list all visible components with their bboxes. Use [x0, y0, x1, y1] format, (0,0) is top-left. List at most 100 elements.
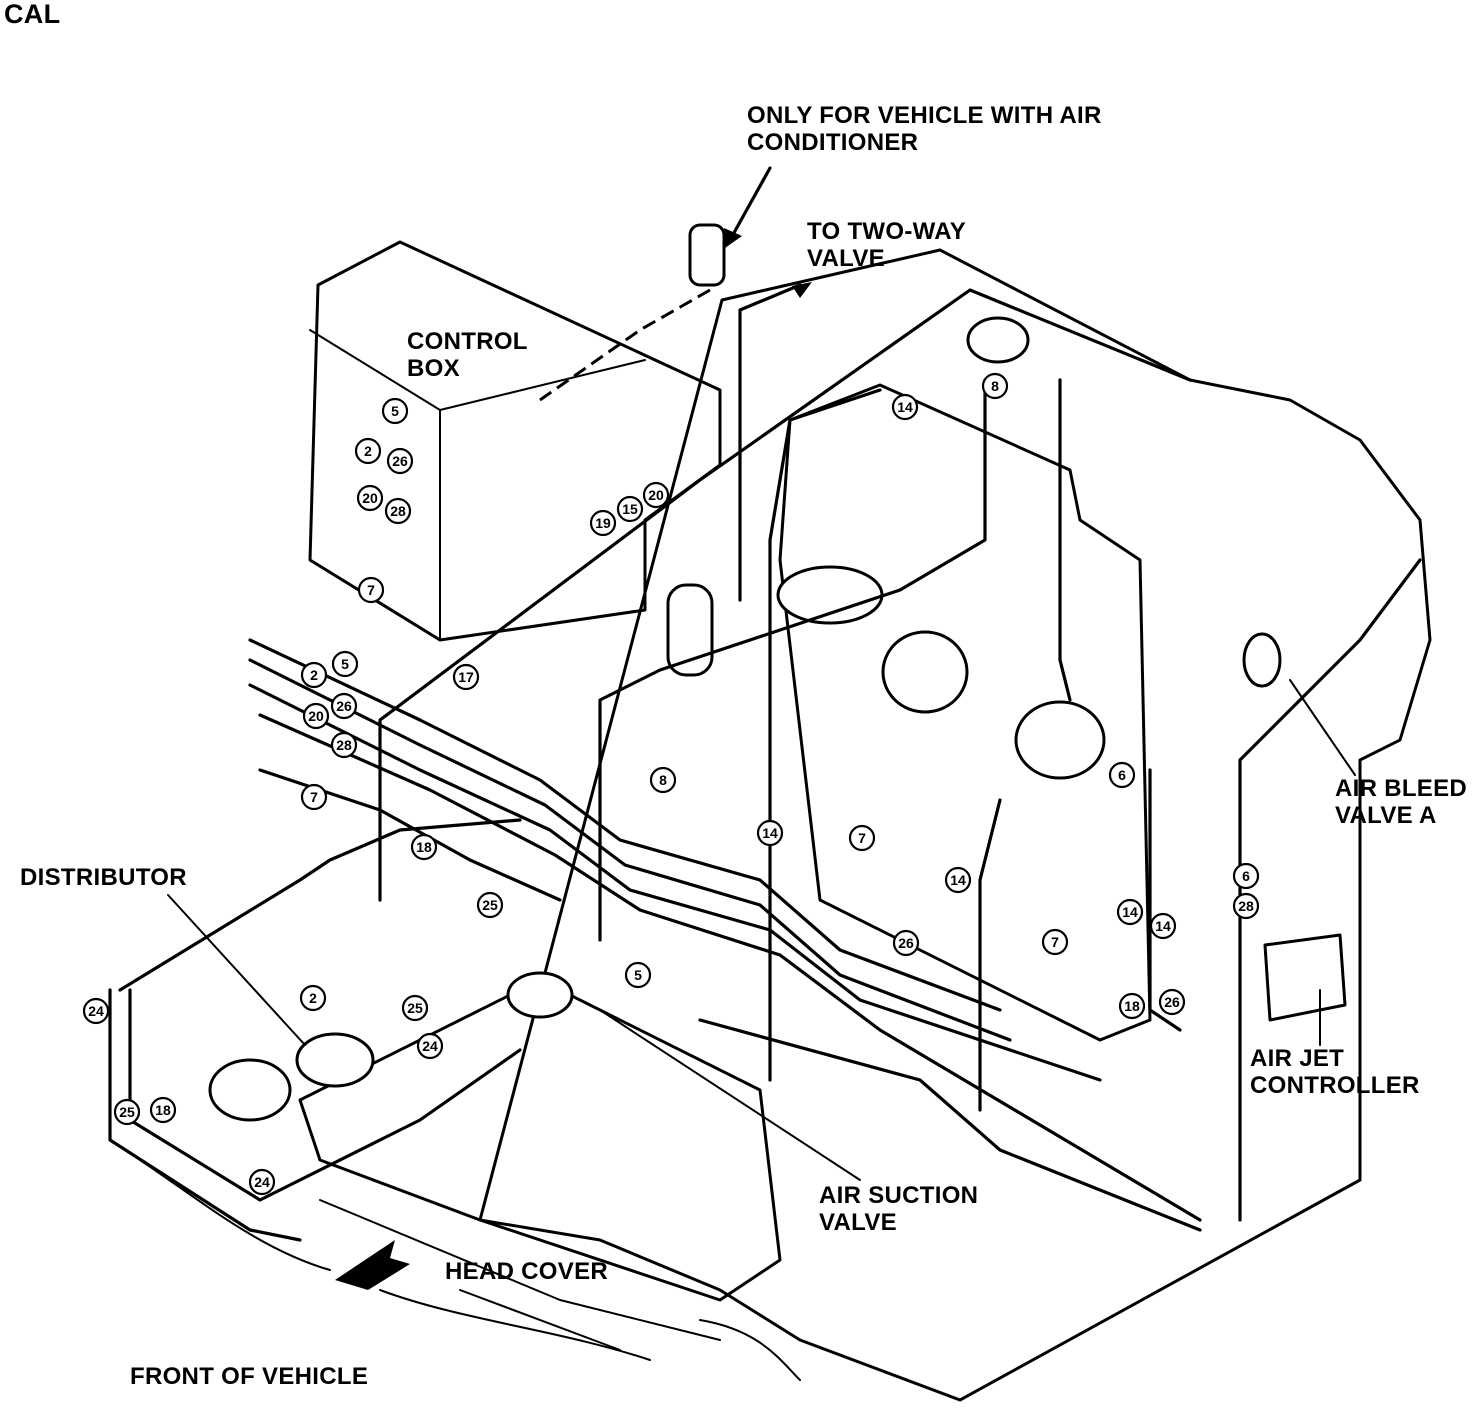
hose-number-text: 26: [1164, 994, 1180, 1010]
hose-number-circle: [384, 497, 412, 525]
hose-number-text: 6: [1242, 868, 1250, 884]
hose-number-circle: [386, 447, 414, 475]
air-bleed-leader: [1289, 679, 1356, 776]
hose-number-text: 14: [1122, 904, 1138, 920]
hose-number-circle: [1232, 892, 1260, 920]
control-box-front-edge: [309, 329, 646, 641]
two-way-arrowhead: [792, 282, 812, 298]
hose-number-circle: [149, 1096, 177, 1124]
hose-number-circle: [330, 731, 358, 759]
hose-number-text: 26: [336, 698, 352, 714]
hose-to-two-way: [738, 283, 802, 602]
hose-number-text: 25: [482, 897, 498, 913]
hose-bundle-d: [258, 713, 1202, 1222]
hose-number-marker: 2: [299, 984, 327, 1012]
hose-number-text: 7: [858, 830, 866, 846]
hose-number-marker: 18: [1118, 992, 1146, 1020]
hose-17: [378, 288, 1192, 902]
hose-number-marker: 7: [300, 783, 328, 811]
hose-number-text: 25: [119, 1104, 135, 1120]
hose-number-marker: 14: [1116, 898, 1144, 926]
hose-number-circle: [357, 576, 385, 604]
hose-number-text: 14: [950, 872, 966, 888]
hose-number-marker: 24: [82, 997, 110, 1025]
hose-number-circle: [624, 961, 652, 989]
hose-number-marker: 5: [624, 961, 652, 989]
hose-number-marker: 28: [384, 497, 412, 525]
hose-number-text: 28: [390, 503, 406, 519]
hose-number-circle: [331, 650, 359, 678]
distributor-leader: [167, 894, 306, 1046]
hose-number-circle: [401, 994, 429, 1022]
hose-number-circle: [476, 891, 504, 919]
hose-number-text: 26: [392, 453, 408, 469]
hose-number-marker: 20: [302, 702, 330, 730]
hose-number-circle: [330, 692, 358, 720]
hose-number-marker: 18: [410, 833, 438, 861]
hose-number-text: 5: [391, 403, 399, 419]
ac-leader-arrow: [728, 166, 772, 242]
hose-number-text: 7: [310, 789, 318, 805]
ac-dashed-hose: [539, 288, 711, 402]
hose-egr-run: [978, 798, 1002, 1112]
hose-number-text: 6: [1118, 767, 1126, 783]
hose-number-text: 14: [1155, 918, 1171, 934]
hose-number-marker: 2: [354, 437, 382, 465]
hose-number-circle: [589, 509, 617, 537]
hose-number-marker: 24: [248, 1168, 276, 1196]
hose-number-marker: 14: [756, 819, 784, 847]
two-way-valve-label: TO TWO-WAY VALVE: [807, 218, 966, 272]
diagram-title: CAL: [4, 0, 61, 29]
hose-number-marker: 25: [401, 994, 429, 1022]
hose-number-circle: [452, 663, 480, 691]
hose-number-text: 14: [897, 399, 913, 415]
hose-number-circle: [300, 661, 328, 689]
hose-number-marker: 20: [356, 484, 384, 512]
hose-number-circle: [113, 1098, 141, 1126]
front-of-vehicle-label: FRONT OF VEHICLE: [130, 1363, 369, 1390]
hose-14-left: [768, 388, 882, 1082]
distributor-label: DISTRIBUTOR: [20, 864, 187, 891]
hose-number-marker: 7: [1041, 928, 1069, 956]
hose-number-circle: [981, 372, 1009, 400]
ac-check-valve: [688, 223, 726, 287]
hose-number-circle: [1116, 898, 1144, 926]
hose-number-text: 2: [310, 667, 318, 683]
hose-number-circle: [1149, 912, 1177, 940]
hose-number-marker: 24: [416, 1032, 444, 1060]
hose-number-marker: 5: [331, 650, 359, 678]
hose-number-marker: 28: [330, 731, 358, 759]
hose-number-marker: 25: [113, 1098, 141, 1126]
hose-number-text: 18: [155, 1102, 171, 1118]
hose-number-marker: 8: [981, 372, 1009, 400]
hose-number-marker: 7: [357, 576, 385, 604]
hose-number-circle: [1118, 992, 1146, 1020]
hose-number-marker: 7: [848, 824, 876, 852]
hose-number-marker: 28: [1232, 892, 1260, 920]
hose-distributor-pipes: [118, 818, 522, 992]
hose-bottom-run: [698, 1018, 1202, 1232]
hose-number-marker: 19: [589, 509, 617, 537]
hose-number-marker: 25: [476, 891, 504, 919]
hose-number-text: 5: [341, 656, 349, 672]
hose-number-circle: [892, 929, 920, 957]
distributor-cap: [295, 1032, 375, 1088]
hose-number-marker: 18: [149, 1096, 177, 1124]
air-cleaner-housing: [478, 248, 1432, 1402]
hose-number-text: 20: [648, 487, 664, 503]
hose-number-marker: 26: [330, 692, 358, 720]
hose-number-circle: [356, 484, 384, 512]
air-suction-valve-body: [506, 971, 574, 1019]
hose-right-vertical: [1148, 768, 1182, 1032]
hose-number-text: 8: [991, 378, 999, 394]
hose-number-text: 19: [595, 515, 611, 531]
throttle-body: [881, 630, 969, 714]
hose-number-circle: [616, 495, 644, 523]
hose-number-text: 17: [458, 669, 474, 685]
hose-number-marker: 6: [1232, 862, 1260, 890]
hose-number-circle: [891, 393, 919, 421]
hose-number-text: 25: [407, 1000, 423, 1016]
hose-number-marker: 17: [452, 663, 480, 691]
air-suction-valve-label: AIR SUCTION VALVE: [819, 1182, 979, 1236]
